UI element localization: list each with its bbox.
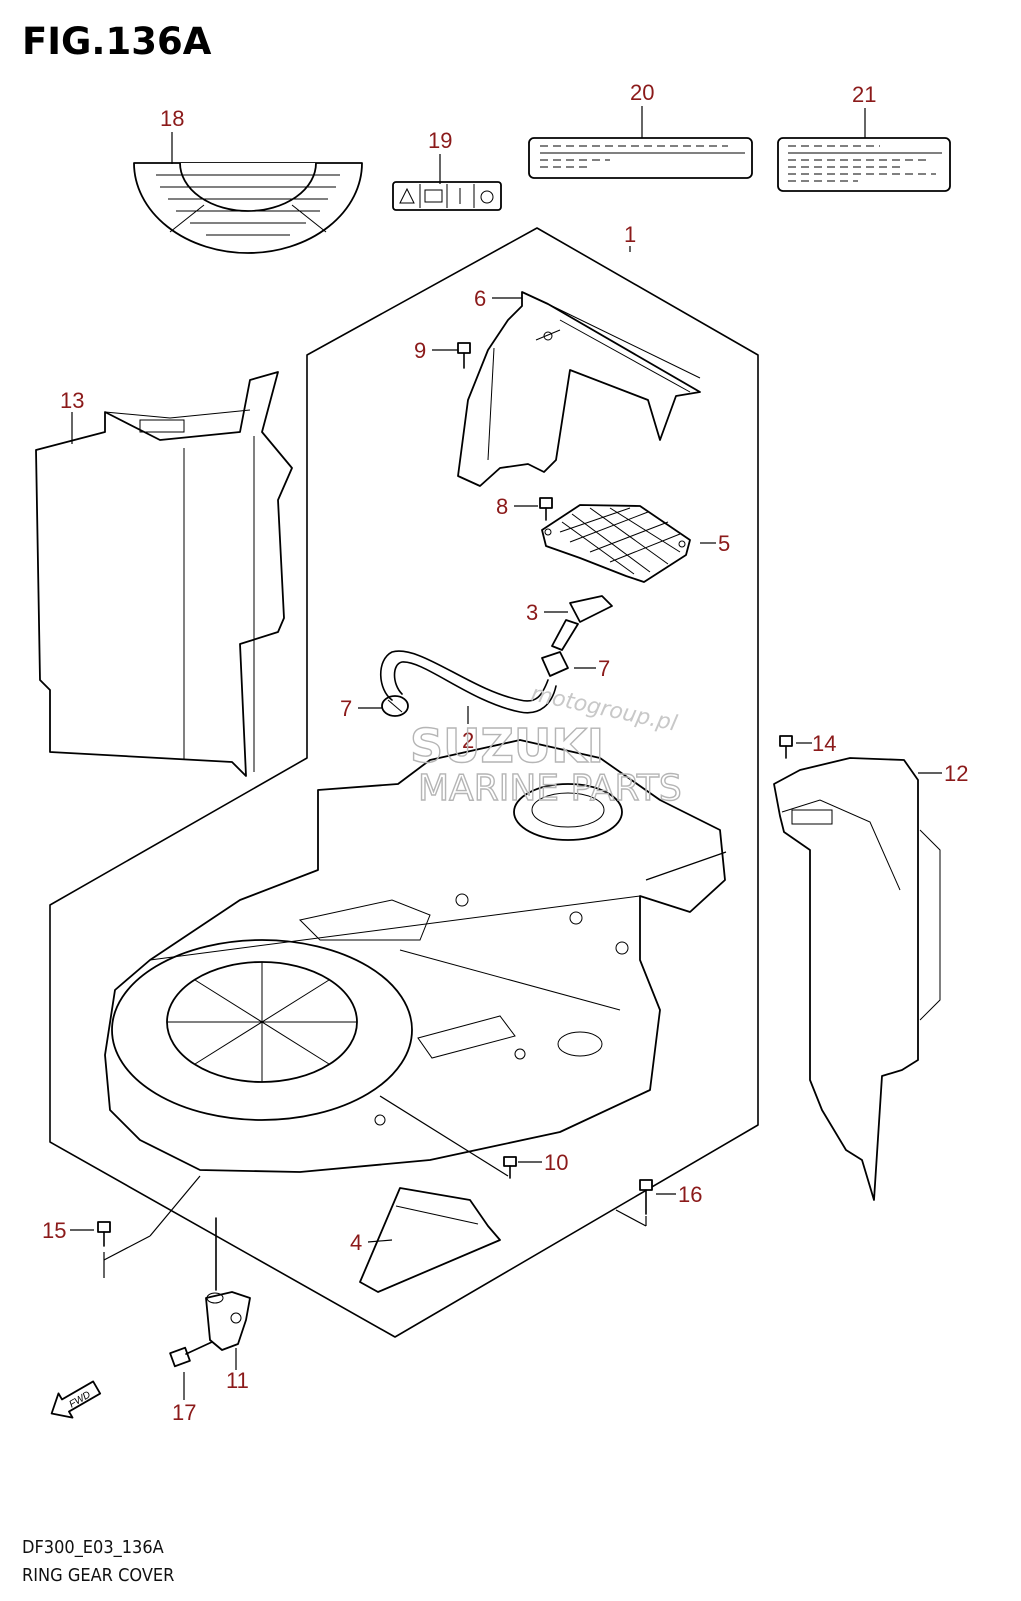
callout-4: 4 [350, 1230, 362, 1255]
part-4-bracket[interactable] [359, 1187, 501, 1293]
part-9-bolt[interactable] [457, 342, 471, 369]
figure-code: DF300_E03_136A [22, 1537, 164, 1558]
manual-book-icon [424, 189, 443, 203]
assembly-outline [49, 227, 759, 1338]
callout-12: 12 [944, 761, 968, 786]
fwd-arrow-icon: FWD [50, 1380, 102, 1419]
watermark-sub: MARINE PARTS [418, 768, 682, 809]
callout-7-lower: 7 [340, 696, 352, 721]
watermark-brand: SUZUKI [410, 719, 604, 773]
callout-2: 2 [462, 728, 474, 753]
callout-17: 17 [172, 1400, 196, 1425]
callout-6: 6 [474, 286, 486, 311]
warning-triangle-icon [399, 187, 415, 204]
part-8-bolt[interactable] [539, 497, 553, 521]
part-7-clip-lower[interactable] [381, 695, 409, 717]
part-11-bracket[interactable] [205, 1217, 251, 1351]
ring-gear-cover-body [104, 739, 726, 1173]
callout-13: 13 [60, 388, 84, 413]
callout-3: 3 [526, 600, 538, 625]
rotation-icon [480, 190, 494, 204]
callout-7-upper: 7 [598, 656, 610, 681]
fwd-label: FWD [67, 1390, 92, 1411]
part-7-clip-upper[interactable] [541, 651, 569, 677]
part-18-arc-decal[interactable] [133, 162, 363, 254]
callout-21: 21 [852, 82, 876, 107]
watermark: motogroup.pl SUZUKI MARINE PARTS [409, 681, 682, 809]
part-20-label-plate[interactable] [528, 137, 753, 179]
figure-name: RING GEAR COVER [22, 1565, 175, 1586]
part-16-bolt[interactable] [639, 1179, 653, 1215]
part-21-label-plate[interactable] [777, 137, 951, 192]
part-14-bolt[interactable] [779, 735, 793, 759]
callout-8: 8 [496, 494, 508, 519]
callout-11: 11 [226, 1368, 249, 1393]
callouts: 1 2 3 4 5 6 7 7 8 9 10 11 12 13 14 15 16… [42, 80, 968, 1425]
callout-19: 19 [428, 128, 452, 153]
callout-5: 5 [718, 531, 730, 556]
leader-lines [70, 106, 942, 1400]
part-15-bolt[interactable] [97, 1221, 111, 1247]
callout-9: 9 [414, 338, 426, 363]
callout-20: 20 [630, 80, 654, 105]
part-12-side-panel[interactable] [773, 757, 941, 1201]
part-3-connector[interactable] [551, 595, 613, 651]
part-6-upper-cover[interactable] [457, 291, 701, 487]
part-17-bolt[interactable] [169, 1341, 213, 1368]
part-19-warning-label[interactable] [392, 181, 502, 211]
callout-14: 14 [812, 731, 836, 756]
callout-1: 1 [624, 222, 636, 247]
part-10-screw[interactable] [503, 1156, 517, 1179]
figure-title: FIG.136A [22, 20, 212, 63]
part-5-mesh-cover[interactable] [541, 504, 691, 583]
callout-10: 10 [544, 1150, 568, 1175]
part-2-hose[interactable] [380, 650, 557, 714]
part-13-side-panel[interactable] [35, 371, 293, 777]
callout-18: 18 [160, 106, 184, 131]
callout-16: 16 [678, 1182, 702, 1207]
callout-15: 15 [42, 1218, 66, 1243]
